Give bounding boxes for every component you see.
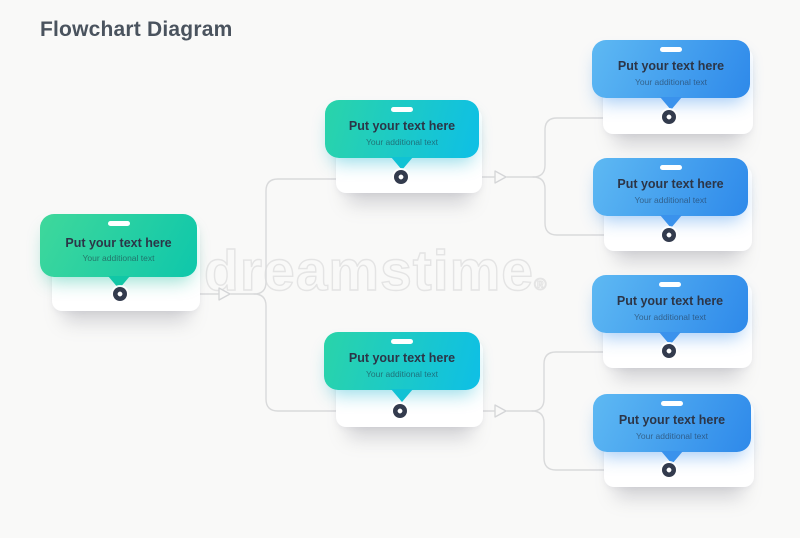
connector-top-split-to-leaf-1 [506,117,663,178]
connector-dot [113,287,127,301]
node-title: Put your text here [617,59,725,74]
node-leaf-4: Put your text here Your additional text [593,394,751,464]
connector-dot [662,228,676,242]
connector-split-to-branch-top [230,178,395,295]
node-subtitle: Your additional text [634,194,707,205]
node-title: Put your text here [348,119,456,134]
node-title: Put your text here [348,351,456,366]
node-title: Put your text here [65,235,172,250]
arrow-right-icon [494,170,507,184]
node-leaf-1: Put your text here Your additional text [592,40,750,110]
speech-tail-icon [391,389,413,402]
speech-tail-icon [391,157,413,170]
node-title: Put your text here [618,413,726,428]
speech-tail-icon [107,276,130,289]
arrow-right-icon [218,287,231,301]
node-subtitle: Your additional text [636,430,708,441]
node-leaf-2: Put your text here Your additional text [593,158,748,228]
speech-tail-icon [659,215,682,228]
connector-bottom-split-to-leaf-3 [506,351,663,412]
speech-tail-icon [661,451,683,464]
speech-tail-icon [660,97,682,110]
node-leaf-3: Put your text here Your additional text [592,275,748,345]
node-handle-dash [659,165,682,170]
node-subtitle: Your additional text [634,311,706,322]
connector-bottom-split-to-leaf-4 [531,410,663,471]
connector-dot [662,463,676,477]
connector-dot [662,110,676,124]
node-start: Put your text here Your additional text [40,214,197,289]
node-title: Put your text here [617,177,724,192]
node-subtitle: Your additional text [82,253,155,264]
node-subtitle: Your additional text [366,368,438,379]
connector-dot [394,170,408,184]
arrow-right-icon [494,404,507,418]
connector-dot [662,344,676,358]
node-title: Put your text here [616,294,724,309]
node-handle-dash [391,339,413,344]
node-branch-top: Put your text here Your additional text [325,100,479,170]
node-handle-dash [391,107,413,112]
connector-top-split-to-leaf-2 [532,176,663,236]
connector-split-to-branch-bottom [253,293,394,412]
speech-tail-icon [659,332,681,345]
node-subtitle: Your additional text [366,136,438,147]
node-handle-dash [107,221,130,226]
node-branch-bottom: Put your text here Your additional text [324,332,480,402]
node-handle-dash [660,47,682,52]
node-subtitle: Your additional text [635,76,707,87]
node-handle-dash [661,401,683,406]
connector-dot [393,404,407,418]
node-handle-dash [659,282,681,287]
page-title: Flowchart Diagram [40,18,233,41]
